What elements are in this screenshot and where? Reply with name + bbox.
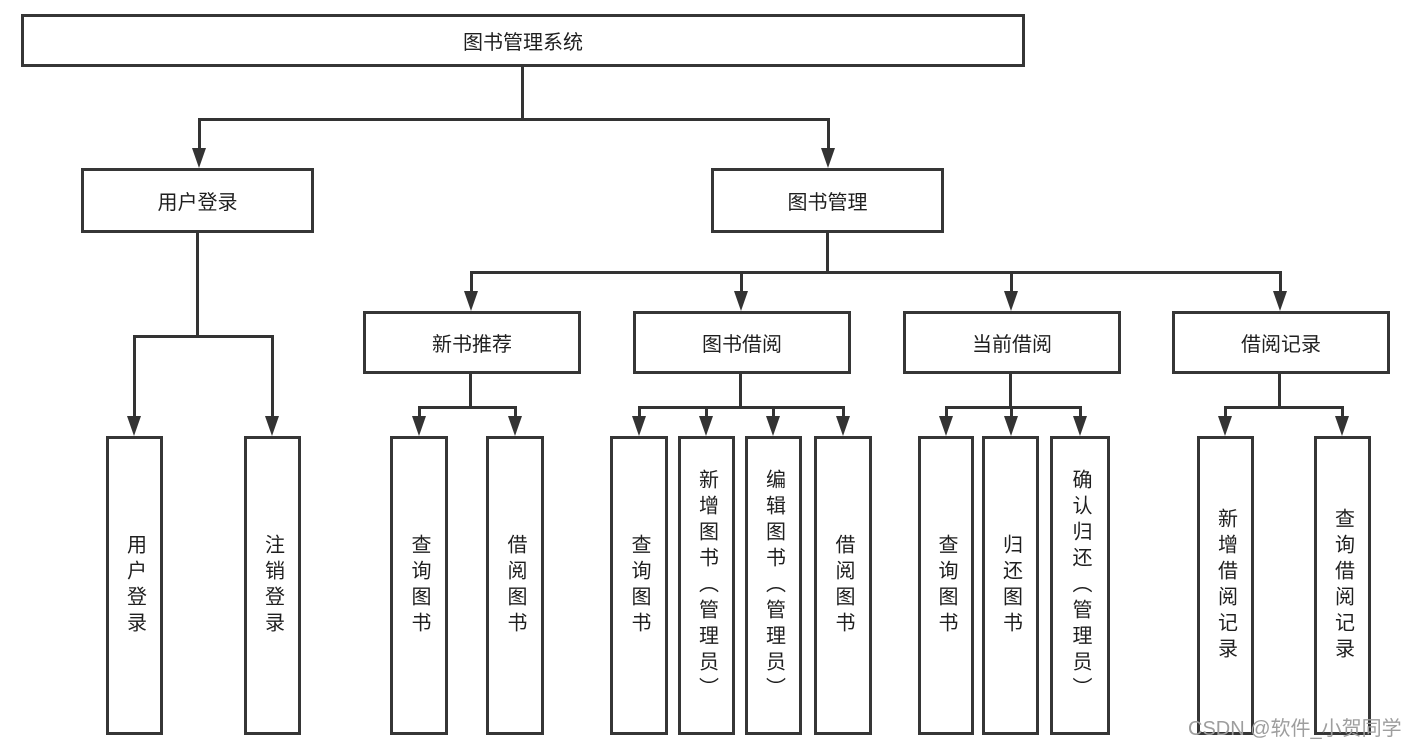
node-leaf-newbook-query-label: 查询图书	[408, 533, 430, 638]
node-user-login: 用户登录	[81, 168, 314, 233]
arrow-down-icon	[821, 148, 835, 168]
edge-line	[418, 406, 517, 409]
arrow-down-icon	[699, 416, 713, 436]
edge-line	[198, 118, 201, 151]
node-leaf-borrow-borrow: 借阅图书	[814, 436, 872, 735]
edge-line	[133, 335, 274, 338]
arrow-down-icon	[632, 416, 646, 436]
node-book-mgmt: 图书管理	[711, 168, 944, 233]
arrow-down-icon	[265, 416, 279, 436]
arrow-down-icon	[939, 416, 953, 436]
arrow-down-icon	[127, 416, 141, 436]
edge-line	[826, 233, 829, 274]
node-leaf-current-confirm: 确认归还（管理员）	[1050, 436, 1110, 735]
edge-line	[638, 406, 641, 418]
node-leaf-current-query: 查询图书	[918, 436, 974, 735]
arrow-down-icon	[836, 416, 850, 436]
edge-line	[945, 406, 948, 418]
node-root: 图书管理系统	[21, 14, 1025, 67]
edge-line	[470, 271, 473, 293]
edge-line	[1009, 374, 1012, 409]
edge-line	[772, 406, 775, 418]
arrow-down-icon	[1335, 416, 1349, 436]
node-borrow-record-label: 借阅记录	[1241, 334, 1321, 356]
node-leaf-current-return-label: 归还图书	[999, 533, 1022, 638]
arrow-down-icon	[1073, 416, 1087, 436]
arrow-down-icon	[192, 148, 206, 168]
node-leaf-borrow-borrow-label: 借阅图书	[832, 533, 854, 638]
node-leaf-borrow-add-label: 新增图书（管理员）	[695, 468, 718, 703]
node-leaf-login: 用户登录	[106, 436, 163, 735]
edge-line	[198, 118, 829, 121]
node-leaf-record-add: 新增借阅记录	[1197, 436, 1254, 735]
edge-line	[418, 406, 421, 418]
node-leaf-record-query: 查询借阅记录	[1314, 436, 1371, 735]
edge-line	[1224, 406, 1344, 409]
node-book-mgmt-label: 图书管理	[787, 192, 868, 214]
node-leaf-borrow-add: 新增图书（管理员）	[678, 436, 735, 735]
node-leaf-current-query-label: 查询图书	[935, 533, 957, 638]
edge-line	[1079, 406, 1082, 418]
edge-line	[705, 406, 708, 418]
edge-line	[1341, 406, 1344, 418]
edge-line	[945, 406, 1082, 409]
node-leaf-newbook-query: 查询图书	[390, 436, 448, 735]
node-borrow-record: 借阅记录	[1172, 311, 1390, 374]
node-leaf-borrow-edit: 编辑图书（管理员）	[745, 436, 802, 735]
arrow-down-icon	[1273, 291, 1287, 311]
edge-line	[1010, 271, 1013, 293]
arrow-down-icon	[1004, 291, 1018, 311]
edge-line	[739, 374, 742, 409]
node-leaf-record-query-label: 查询借阅记录	[1331, 507, 1354, 664]
arrow-down-icon	[508, 416, 522, 436]
node-new-book-label: 新书推荐	[432, 334, 512, 356]
arrow-down-icon	[1004, 416, 1018, 436]
edge-line	[842, 406, 845, 418]
edge-line	[521, 67, 524, 120]
node-current-borrow-label: 当前借阅	[972, 334, 1052, 356]
edge-line	[827, 118, 830, 151]
node-leaf-record-add-label: 新增借阅记录	[1214, 507, 1237, 664]
node-leaf-borrow-edit-label: 编辑图书（管理员）	[762, 468, 785, 703]
arrow-down-icon	[464, 291, 478, 311]
node-leaf-newbook-borrow: 借阅图书	[486, 436, 544, 735]
edge-line	[271, 335, 274, 418]
arrow-down-icon	[412, 416, 426, 436]
arrow-down-icon	[766, 416, 780, 436]
node-leaf-borrow-query-label: 查询图书	[628, 533, 650, 638]
edge-line	[514, 406, 517, 418]
node-leaf-logout: 注销登录	[244, 436, 301, 735]
arrow-down-icon	[734, 291, 748, 311]
edge-line	[133, 335, 136, 418]
edge-line	[196, 233, 199, 338]
node-leaf-login-label: 用户登录	[123, 533, 146, 638]
arrow-down-icon	[1218, 416, 1232, 436]
edge-line	[1279, 271, 1282, 293]
node-leaf-logout-label: 注销登录	[261, 533, 284, 638]
node-leaf-borrow-query: 查询图书	[610, 436, 668, 735]
node-new-book: 新书推荐	[363, 311, 581, 374]
csdn-watermark: CSDN @软件_小贺同学	[1188, 718, 1402, 740]
edge-line	[469, 374, 472, 409]
node-leaf-current-return: 归还图书	[982, 436, 1039, 735]
node-book-borrow: 图书借阅	[633, 311, 851, 374]
node-leaf-newbook-borrow-label: 借阅图书	[504, 533, 526, 638]
node-root-label: 图书管理系统	[463, 32, 583, 54]
edge-line	[1010, 406, 1013, 418]
edge-line	[740, 271, 743, 293]
node-current-borrow: 当前借阅	[903, 311, 1121, 374]
node-user-login-label: 用户登录	[157, 192, 238, 214]
edge-line	[470, 271, 1281, 274]
edge-line	[1224, 406, 1227, 418]
edge-line	[638, 406, 845, 409]
node-leaf-current-confirm-label: 确认归还（管理员）	[1069, 468, 1091, 703]
node-book-borrow-label: 图书借阅	[702, 334, 782, 356]
edge-line	[1278, 374, 1281, 409]
